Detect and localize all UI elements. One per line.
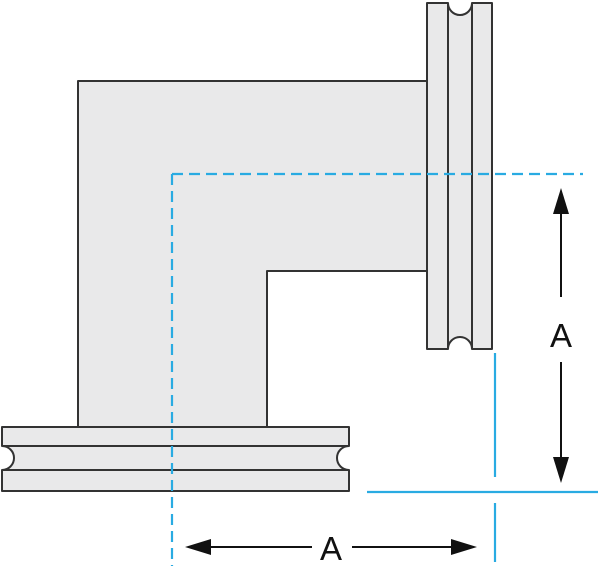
arrowhead-left-icon [185,539,211,555]
right-flange [426,2,493,350]
arrowhead-right-icon [451,539,477,555]
arrowhead-up-icon [553,188,569,214]
elbow-body [77,80,428,428]
bottom-flange-outline [1,426,350,492]
bottom-flange [1,426,350,492]
dimension-vertical-label: A [550,317,572,354]
dimension-horizontal-label: A [320,530,342,567]
dimension-vertical: A [550,188,572,483]
arrowhead-down-icon [553,457,569,483]
right-flange-outline [426,2,493,350]
dimension-horizontal: A [185,530,477,567]
